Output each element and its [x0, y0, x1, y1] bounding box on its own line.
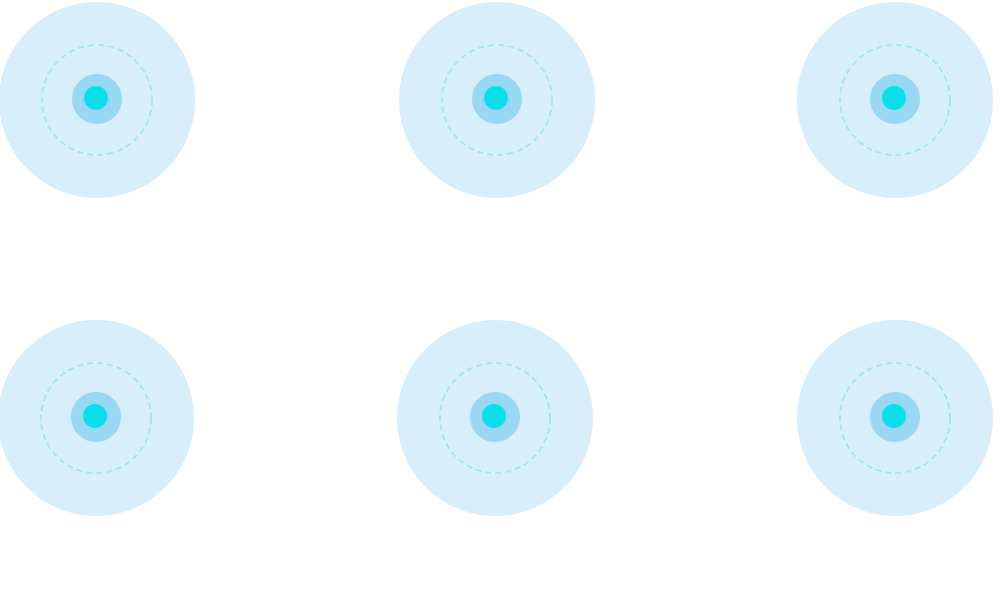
radar-pulse-icon: [797, 320, 993, 516]
core-dot: [83, 404, 107, 428]
core-dot: [882, 404, 906, 428]
dashed-ring: [839, 44, 951, 156]
radar-pulse-icon: [399, 2, 595, 198]
radar-pulse-icon: [397, 320, 593, 516]
dashed-ring: [839, 362, 951, 474]
radar-pulse-icon: [797, 2, 993, 198]
radar-pulse-icon: [0, 2, 195, 198]
core-dot: [84, 86, 108, 110]
dashed-ring: [439, 362, 551, 474]
core-dot: [484, 86, 508, 110]
core-dot: [882, 86, 906, 110]
radar-pulse-icon: [0, 320, 194, 516]
dashed-ring: [441, 44, 553, 156]
dashed-ring: [40, 362, 152, 474]
dashed-ring: [41, 44, 153, 156]
core-dot: [482, 404, 506, 428]
